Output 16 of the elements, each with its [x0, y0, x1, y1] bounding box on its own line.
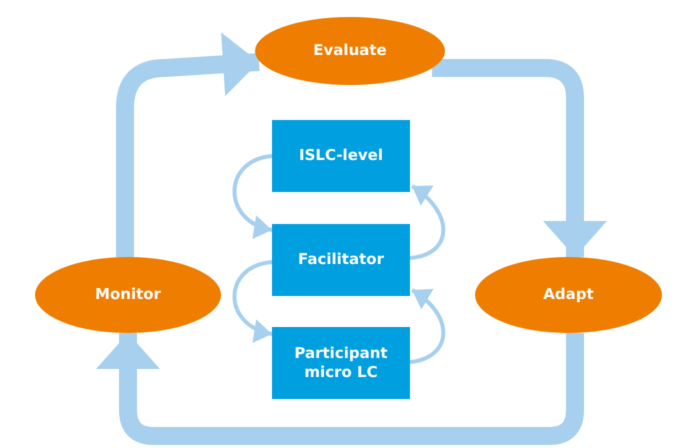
process-box [272, 327, 410, 399]
node-label: Monitor [95, 285, 161, 305]
arrow [432, 59, 607, 257]
arrow [96, 333, 584, 445]
arrow [232, 260, 272, 342]
process-box [272, 120, 410, 192]
arrow [232, 154, 273, 237]
arrow [410, 288, 446, 364]
node-label: ISLC-level [299, 146, 383, 166]
node-label: Adapt [543, 285, 594, 305]
node-label: Facilitator [298, 250, 384, 270]
node-label: Evaluate [313, 41, 387, 61]
process-box [272, 224, 410, 296]
arrow [116, 32, 260, 257]
arrow [410, 184, 446, 260]
node-label: Participant micro LC [293, 344, 389, 382]
